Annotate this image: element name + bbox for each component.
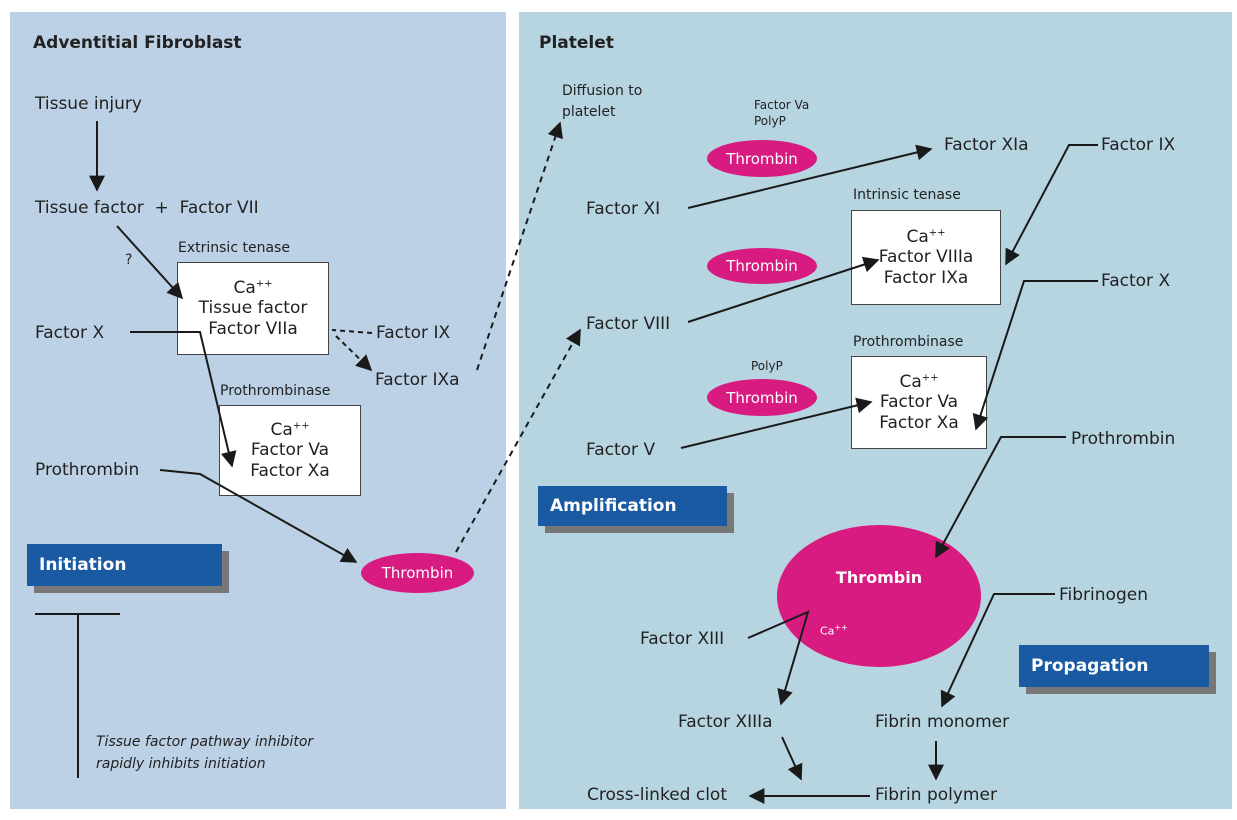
box-line: Tissue factor <box>198 298 308 319</box>
ca-label: Ca <box>899 371 922 392</box>
thrombin-oval-xi: Thrombin <box>707 140 817 177</box>
box-line: Factor Va <box>879 392 959 413</box>
label-tissue-factor-plus-factor-vii: Tissue factor + Factor VII <box>35 198 259 218</box>
label-prothrombin-left: Prothrombin <box>35 460 140 480</box>
phase-propagation: Propagation <box>1019 645 1209 687</box>
ca-label: Ca <box>906 226 929 247</box>
arrow-factor-v-to-prothrombinase <box>680 397 873 449</box>
label-inhibitor-line1: Tissue factor pathway inhibitor <box>96 734 314 750</box>
ca-superscript: ++ <box>292 420 310 432</box>
label-cross-linked-clot: Cross-linked clot <box>587 785 727 805</box>
label-cofactor-factor-va: Factor Va <box>754 98 810 112</box>
arrow-factor-x-to-prothrombinase <box>972 280 1098 431</box>
prothrombinase-box-left: Ca++ Factor Va Factor Xa <box>219 405 361 496</box>
label-fibrinogen: Fibrinogen <box>1059 585 1148 605</box>
panel-title-platelet: Platelet <box>539 33 614 53</box>
label-factor-x-right: Factor X <box>1101 271 1171 291</box>
box-line: Factor Xa <box>250 460 330 481</box>
arrow-factor-x-to-prothrombinase <box>130 331 237 468</box>
arrow-factor-xi-to-xia <box>687 144 933 209</box>
thrombin-oval-viii: Thrombin <box>707 248 817 284</box>
arrow-factor-ix-to-tenase <box>1005 144 1098 266</box>
label-diffusion-line1: Diffusion to <box>562 83 643 99</box>
label-factor-x-left: Factor X <box>35 323 105 343</box>
thrombin-big-ca: Ca++ <box>820 623 848 638</box>
panel-title-fibroblast: Adventitial Fibroblast <box>33 33 242 53</box>
label-prothrombinase-left: Prothrombinase <box>220 383 331 399</box>
arrow-prothrombin-to-thrombin <box>935 436 1066 559</box>
label-diffusion-line2: platelet <box>562 104 616 120</box>
prothrombinase-box-right: Ca++ Factor Va Factor Xa <box>851 356 987 449</box>
label-factor-xi: Factor XI <box>586 199 661 219</box>
label-fibrin-polymer: Fibrin polymer <box>875 785 997 805</box>
dash-factor-ix-to-tenase <box>331 329 373 334</box>
phase-initiation: Initiation <box>27 544 222 586</box>
thrombin-oval-v: Thrombin <box>707 379 817 416</box>
thrombin-big-label: Thrombin <box>835 568 923 587</box>
label-prothrombinase-right: Prothrombinase <box>853 334 964 350</box>
arrow-tissue-factor-to-tenase <box>116 225 184 300</box>
label-factor-ix-left: Factor IX <box>376 323 451 343</box>
label-extrinsic-tenase: Extrinsic tenase <box>178 240 290 256</box>
box-line: Factor IXa <box>883 267 969 288</box>
intrinsic-tenase-box: Ca++ Factor VIIIa Factor IXa <box>851 210 1001 305</box>
ca-superscript: ++ <box>928 227 946 239</box>
arrow-fibrinogen-to-monomer <box>940 593 1055 708</box>
label-intrinsic-tenase: Intrinsic tenase <box>853 187 961 203</box>
label-cofactor-polyp: PolyP <box>754 114 786 128</box>
ca-label: Ca <box>233 277 256 298</box>
arrow-factor-xiii-to-xiiia <box>747 610 810 706</box>
phase-amplification: Amplification <box>538 486 727 526</box>
box-line: Factor Va <box>250 440 330 461</box>
label-prothrombin-right: Prothrombin <box>1071 429 1176 449</box>
box-line: Factor Xa <box>879 412 959 433</box>
label-factor-xiiia: Factor XIIIa <box>678 712 773 732</box>
arrow-prothrombin-to-thrombin <box>159 469 358 563</box>
label-factor-xiii: Factor XIII <box>640 629 725 649</box>
label-question-mark: ? <box>125 252 133 268</box>
ca-superscript: ++ <box>834 623 848 632</box>
dash-thrombin-to-platelet <box>455 328 581 553</box>
label-factor-ixa-left: Factor IXa <box>375 370 460 390</box>
ca-superscript: ++ <box>255 278 273 290</box>
dash-ixa-to-platelet <box>476 121 563 371</box>
arrow-tenase-to-factor-ixa <box>335 335 373 372</box>
label-tissue-injury: Tissue injury <box>35 94 142 114</box>
thrombin-oval-left: Thrombin <box>361 553 474 593</box>
label-polyp: PolyP <box>751 359 783 373</box>
label-factor-viii: Factor VIII <box>586 314 671 334</box>
label-inhibitor-line2: rapidly inhibits initiation <box>96 756 266 772</box>
ca-label: Ca <box>820 624 835 638</box>
label-factor-xia: Factor XIa <box>944 135 1029 155</box>
ca-superscript: ++ <box>921 372 939 384</box>
arrow-factor-viii-to-tenase <box>687 256 880 323</box>
ca-label: Ca <box>270 419 293 440</box>
box-line: Factor VIIIa <box>878 247 974 268</box>
label-factor-ix-right: Factor IX <box>1101 135 1176 155</box>
box-line: Factor VIIa <box>208 318 298 339</box>
arrow-xiiia-to-clot <box>781 736 803 781</box>
label-fibrin-monomer: Fibrin monomer <box>875 712 1010 732</box>
label-factor-v: Factor V <box>586 440 656 460</box>
